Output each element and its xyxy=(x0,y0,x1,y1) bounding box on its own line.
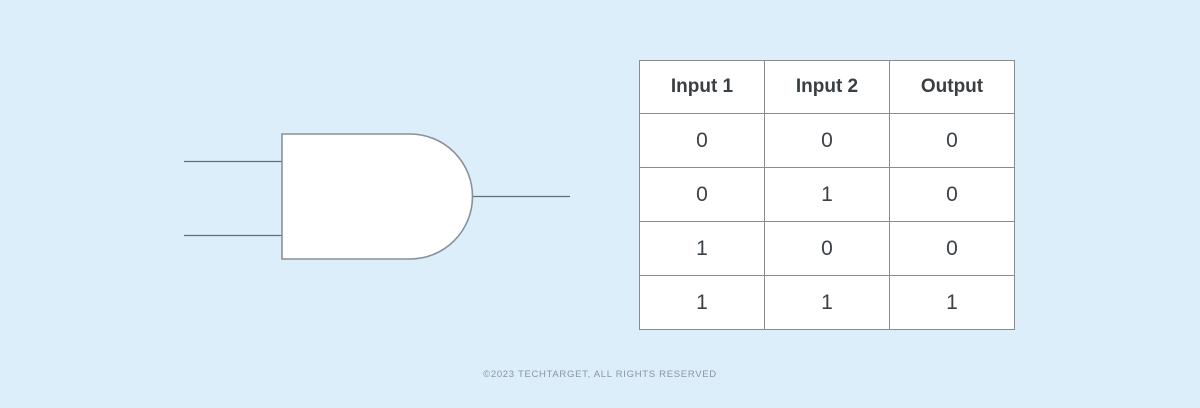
cell-r3-output: 1 xyxy=(889,275,1015,330)
table-row: 1 0 0 xyxy=(639,221,1015,276)
table-row: 1 1 1 xyxy=(639,275,1015,330)
cell-r0-input2: 0 xyxy=(764,113,890,168)
cell-r1-input1: 0 xyxy=(639,167,765,222)
truth-table-body: 0 0 0 0 1 0 1 0 0 1 1 1 xyxy=(639,113,1015,330)
header-input-2: Input 2 xyxy=(764,60,890,114)
cell-r2-input1: 1 xyxy=(639,221,765,276)
copyright-text: ©2023 TECHTARGET, ALL RIGHTS RESERVED xyxy=(483,369,717,380)
header-output: Output xyxy=(889,60,1015,114)
cell-r2-input2: 0 xyxy=(764,221,890,276)
cell-r3-input2: 1 xyxy=(764,275,890,330)
cell-r3-input1: 1 xyxy=(639,275,765,330)
cell-r1-input2: 1 xyxy=(764,167,890,222)
truth-table: Input 1 Input 2 Output 0 0 0 0 1 0 1 0 0 xyxy=(639,60,1015,330)
table-row: 0 1 0 xyxy=(639,167,1015,222)
cell-r1-output: 0 xyxy=(889,167,1015,222)
cell-r2-output: 0 xyxy=(889,221,1015,276)
header-input-1: Input 1 xyxy=(639,60,765,114)
truth-table-header-row: Input 1 Input 2 Output xyxy=(639,60,1015,114)
cell-r0-input1: 0 xyxy=(639,113,765,168)
cell-r0-output: 0 xyxy=(889,113,1015,168)
truth-table-head: Input 1 Input 2 Output xyxy=(639,60,1015,114)
table-row: 0 0 0 xyxy=(639,113,1015,168)
and-gate-shape xyxy=(281,133,474,260)
